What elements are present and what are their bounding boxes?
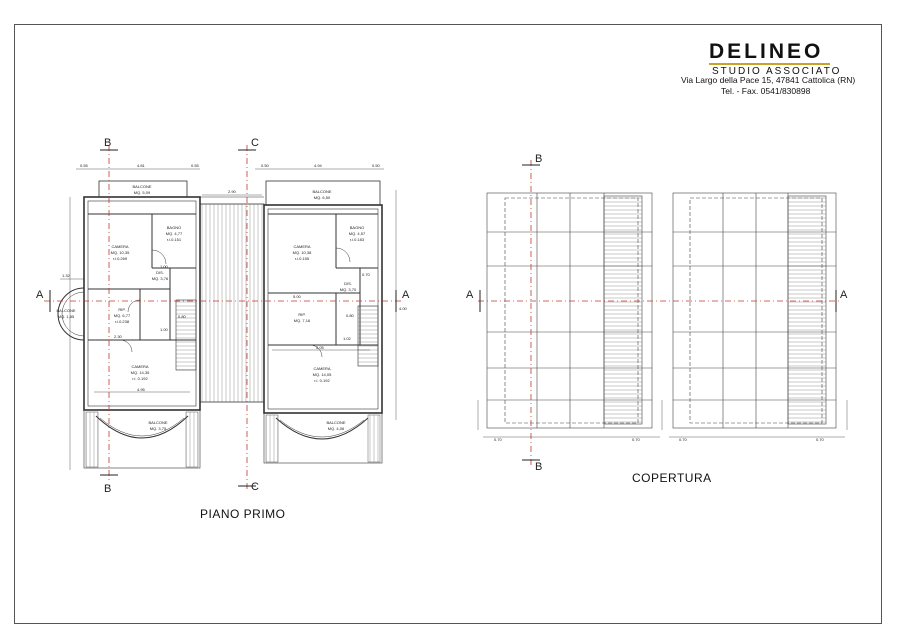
section-b-top: B bbox=[104, 137, 111, 149]
section-b-bottom: B bbox=[104, 483, 111, 495]
section-b-roof-top: B bbox=[535, 153, 542, 165]
room-balcone-bottom: BALCONE bbox=[148, 420, 167, 425]
room-camera-1: CAMERA bbox=[111, 244, 128, 249]
room-bagno-area: MQ. 4,77 bbox=[166, 231, 183, 236]
dim-label: 0.55 bbox=[80, 163, 89, 168]
room-rip-area: MQ. 6,77 bbox=[114, 313, 131, 318]
section-a-roof-left: A bbox=[466, 289, 474, 301]
section-b-roof-bottom: B bbox=[535, 461, 542, 473]
dim-label: 0.70 bbox=[632, 437, 641, 442]
dim-label: 0.50 bbox=[261, 163, 270, 168]
room-camera-2-ri: r.i. 0.192 bbox=[314, 378, 330, 383]
section-a-roof-right: A bbox=[840, 289, 848, 301]
dim-label: 4.95 bbox=[137, 387, 146, 392]
firm-address: Via Largo della Pace 15, 47841 Cattolica… bbox=[681, 75, 856, 85]
drawing-frame bbox=[14, 24, 882, 624]
dim-label: 4.81 bbox=[137, 163, 146, 168]
section-c-top: C bbox=[251, 137, 259, 149]
floor-plan-corridor bbox=[199, 196, 265, 403]
room-camera-1: CAMERA bbox=[293, 244, 310, 249]
room-bagno: BAGNO bbox=[350, 225, 364, 230]
dim-label: 5.05 bbox=[316, 345, 325, 350]
firm-subtitle: STUDIO ASSOCIATO bbox=[712, 66, 842, 77]
section-lines bbox=[44, 145, 840, 490]
floor-plan-right-unit bbox=[263, 180, 383, 464]
room-camera-1-ri: r.i.0.155 bbox=[295, 256, 310, 261]
dim-label: 0.80 bbox=[178, 314, 187, 319]
room-labels-right: BALCONE MQ. 6,50 CAMERA MQ. 10,38 r.i.0.… bbox=[293, 189, 366, 431]
room-dis: DIS. bbox=[156, 270, 164, 275]
firm-phone: Tel. - Fax. 0541/830898 bbox=[721, 86, 811, 96]
room-dis-area: MQ. 3,70 bbox=[340, 287, 357, 292]
room-bagno-ri: r.i.0.183 bbox=[350, 237, 365, 242]
room-rip: RIP. bbox=[118, 307, 125, 312]
section-marker-labels: A A A A B B C C B B bbox=[36, 137, 848, 495]
room-balcone-top-area: MQ. 5,09 bbox=[134, 190, 151, 195]
dim-label: 0.70 bbox=[679, 437, 688, 442]
room-labels-left: BALCONE MQ. 5,09 CAMERA MQ. 10,35 r.i.0.… bbox=[56, 184, 183, 431]
room-balcone-top: BALCONE bbox=[132, 184, 151, 189]
firm-logo: DELINEO bbox=[709, 40, 824, 63]
dim-label: 0.55 bbox=[191, 163, 200, 168]
floor-plan-left-unit bbox=[57, 180, 201, 469]
roof-plan-caption: COPERTURA bbox=[632, 471, 712, 485]
room-camera-2-area: MQ. 14,35 bbox=[131, 370, 150, 375]
room-camera-1-area: MQ. 10,38 bbox=[293, 250, 312, 255]
room-dis-area: MQ. 3,76 bbox=[152, 276, 169, 281]
dim-label: 1.32 bbox=[62, 273, 71, 278]
dimension-labels-roof: 0.70 0.70 0.70 0.70 bbox=[494, 437, 825, 442]
room-rip-ri: r.i.0.238 bbox=[115, 319, 130, 324]
dim-label: 1.00 bbox=[160, 264, 169, 269]
dimension-lines-plan bbox=[60, 168, 397, 470]
section-a-left: A bbox=[36, 289, 44, 301]
dimension-labels-plan: 0.55 4.81 0.55 0.50 4.94 0.50 2.90 1.32 … bbox=[62, 163, 408, 392]
room-balcone-bottom-area: MQ. 4,06 bbox=[328, 426, 345, 431]
dim-label: 2.90 bbox=[228, 189, 237, 194]
section-c-bottom: C bbox=[251, 481, 259, 493]
room-balcone-bottom-area: MQ. 3,75 bbox=[150, 426, 167, 431]
dim-label: 0.70 bbox=[494, 437, 503, 442]
room-bagno-area: MQ. 4,57 bbox=[349, 231, 366, 236]
room-balcone-side: BALCONE bbox=[56, 308, 75, 313]
room-balcone-top: BALCONE bbox=[312, 189, 331, 194]
room-rip-area: MQ. 7,16 bbox=[294, 318, 311, 323]
dimension-lines-roof bbox=[477, 400, 848, 438]
room-camera-2-area: MQ. 14,05 bbox=[313, 372, 332, 377]
dim-label: 4.94 bbox=[314, 163, 323, 168]
room-balcone-top-area: MQ. 6,50 bbox=[314, 195, 331, 200]
dim-label: 0.70 bbox=[362, 272, 371, 277]
dim-label: 0.70 bbox=[816, 437, 825, 442]
dim-label: 5.00 bbox=[293, 294, 302, 299]
dim-label: 0.80 bbox=[346, 313, 355, 318]
room-camera-1-area: MQ. 10,35 bbox=[111, 250, 130, 255]
section-marker-ticks bbox=[49, 149, 837, 487]
roof-plan-right bbox=[672, 192, 837, 429]
room-camera-2-ri: r.i. 0.192 bbox=[132, 376, 148, 381]
floor-plan-caption: PIANO PRIMO bbox=[200, 507, 286, 521]
room-bagno: BAGNO bbox=[167, 225, 181, 230]
logo-underline bbox=[709, 63, 830, 65]
room-balcone-bottom: BALCONE bbox=[326, 420, 345, 425]
dim-label: 1.02 bbox=[343, 336, 352, 341]
roof-plan-left bbox=[486, 192, 653, 429]
dim-label: 4.00 bbox=[399, 306, 408, 311]
room-camera-2: CAMERA bbox=[313, 366, 330, 371]
dim-label: 0.50 bbox=[372, 163, 381, 168]
room-camera-2: CAMERA bbox=[131, 364, 148, 369]
room-balcone-side-area: MQ. 1,85 bbox=[58, 314, 75, 319]
room-dis: DIS. bbox=[344, 281, 352, 286]
dim-label: 1.00 bbox=[160, 327, 169, 332]
room-rip: RIP. bbox=[298, 312, 305, 317]
room-bagno-ri: r.i.0.151 bbox=[167, 237, 182, 242]
section-a-right: A bbox=[402, 289, 410, 301]
dim-label: 2.30 bbox=[114, 334, 123, 339]
room-camera-1-ri: r.i.0.269 bbox=[113, 256, 128, 261]
